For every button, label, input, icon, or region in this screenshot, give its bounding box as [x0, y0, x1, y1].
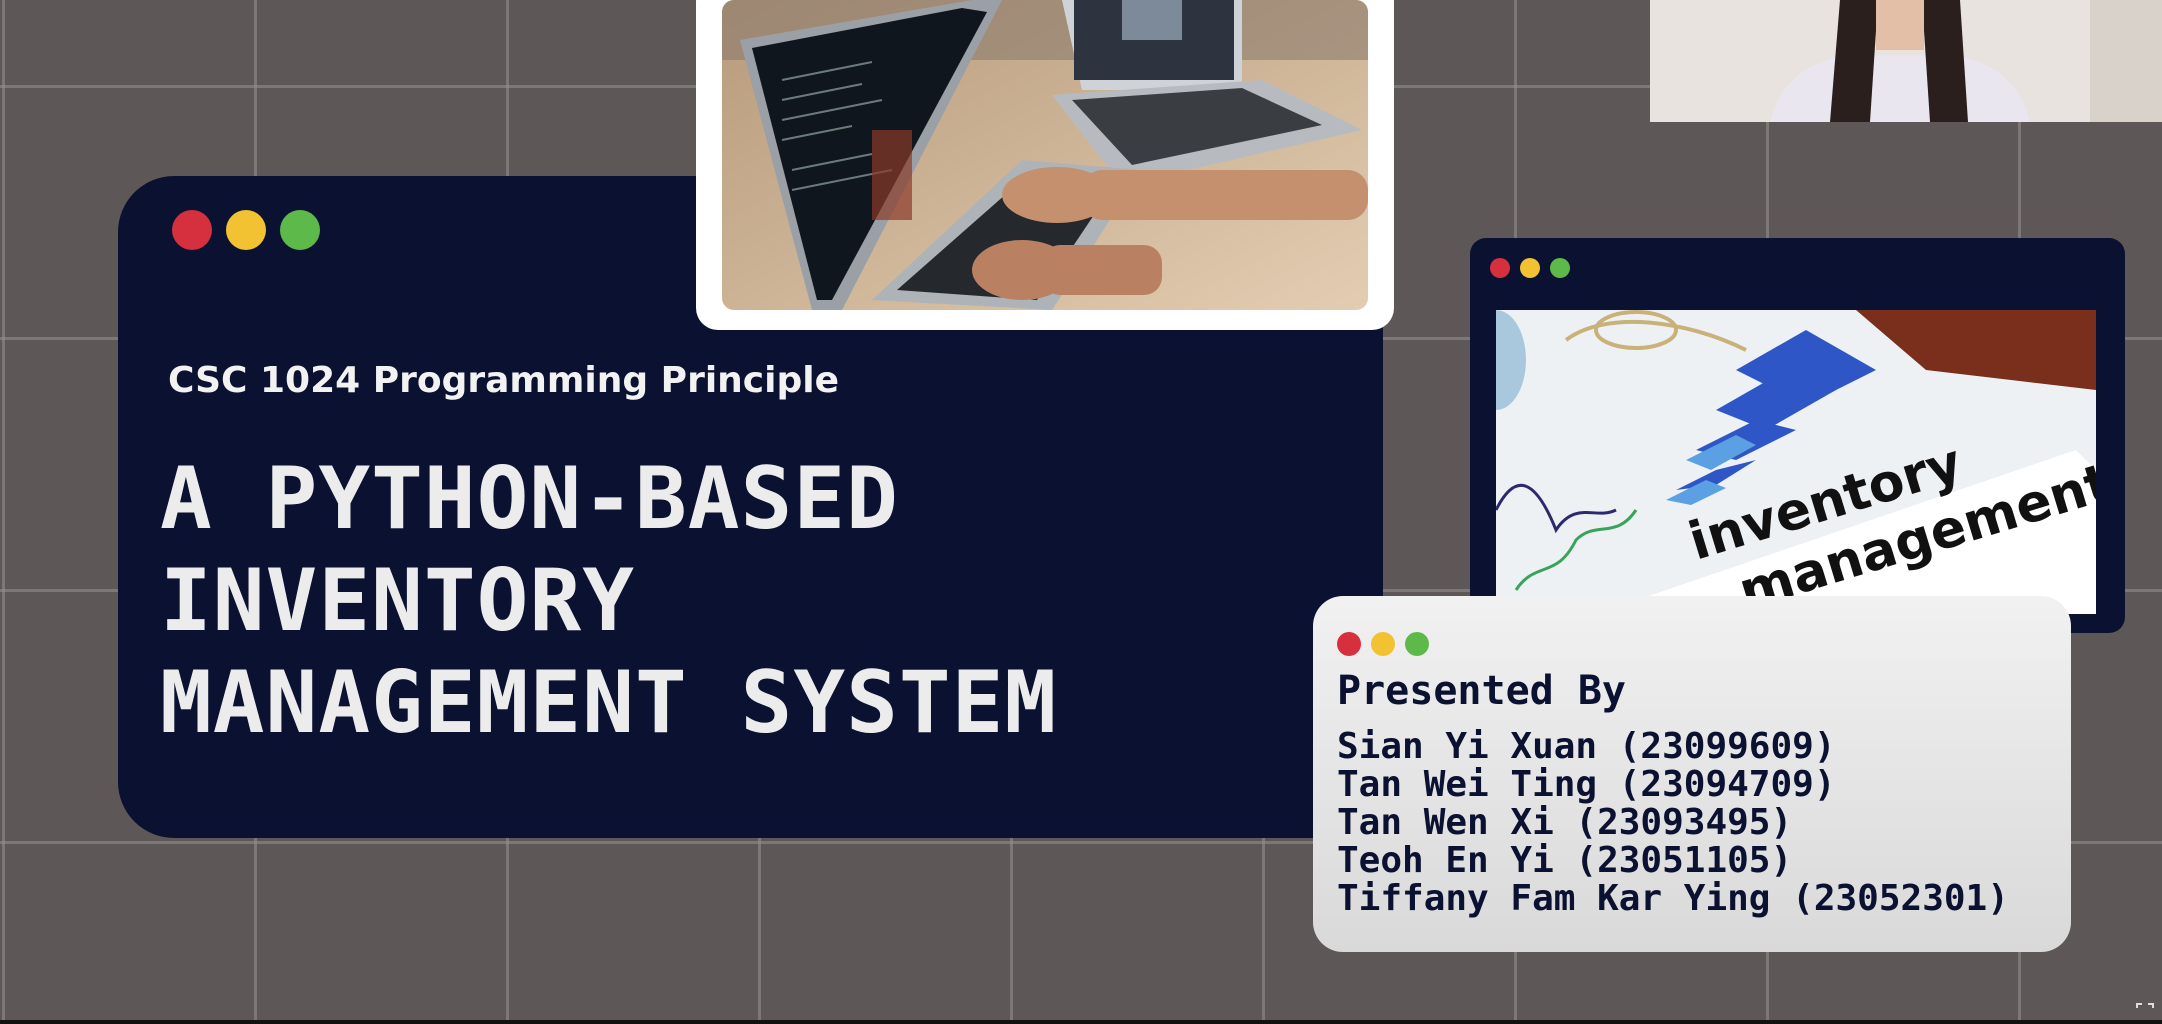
red-dot-icon: [1490, 258, 1510, 278]
green-dot-icon: [1405, 632, 1429, 656]
yellow-dot-icon: [1371, 632, 1395, 656]
laptop-photo-card: [696, 0, 1394, 330]
green-dot-icon: [280, 210, 320, 250]
red-dot-icon: [1337, 632, 1361, 656]
presenter-name: Tiffany Fam Kar Ying (23052301): [1337, 878, 2009, 919]
laptop-photo: [722, 0, 1368, 310]
red-dot-icon: [172, 210, 212, 250]
yellow-dot-icon: [226, 210, 266, 250]
green-dot-icon: [1550, 258, 1570, 278]
presenter-name: Sian Yi Xuan (23099609): [1337, 726, 1836, 767]
presenter-name: Teoh En Yi (23051105): [1337, 840, 1793, 881]
presenter-list: Sian Yi Xuan (23099609) Tan Wei Ting (23…: [1337, 728, 2009, 918]
window-dots: [1490, 258, 1570, 278]
yellow-dot-icon: [1520, 258, 1540, 278]
presenter-name: Tan Wen Xi (23093495): [1337, 802, 1793, 843]
window-dots: [1337, 632, 1429, 656]
inventory-management-photo: inventory management: [1496, 310, 2096, 614]
presenters-card: Presented By Sian Yi Xuan (23099609) Tan…: [1313, 596, 2071, 952]
slide-title: A PYTHON-BASED INVENTORY MANAGEMENT SYST…: [160, 448, 1057, 754]
course-subtitle: CSC 1024 Programming Principle: [168, 360, 839, 401]
title-line: INVENTORY: [160, 551, 635, 651]
title-line: A PYTHON-BASED: [160, 449, 899, 549]
window-dots: [172, 210, 320, 250]
fullscreen-icon[interactable]: [2136, 1002, 2154, 1020]
presenters-heading: Presented By: [1337, 668, 1626, 714]
webcam-feed: [1650, 0, 2162, 122]
inventory-image-window: inventory management: [1470, 238, 2125, 633]
presenter-name: Tan Wei Ting (23094709): [1337, 764, 1836, 805]
title-line: MANAGEMENT SYSTEM: [160, 653, 1058, 753]
video-bottom-strip: [0, 1020, 2162, 1024]
